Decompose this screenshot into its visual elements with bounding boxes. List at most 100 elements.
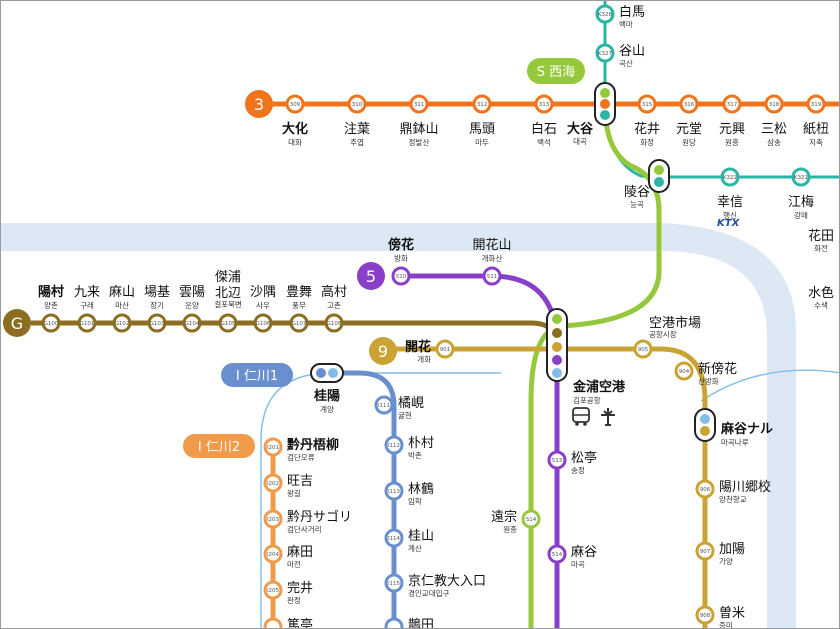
- station-marker[interactable]: [633, 339, 653, 359]
- daegok-transfer-capsule[interactable]: [594, 82, 616, 126]
- station-marker[interactable]: [384, 481, 404, 501]
- station-marker[interactable]: [764, 94, 784, 114]
- station-marker[interactable]: [695, 605, 715, 625]
- line-i2-badge[interactable]: I 仁川2: [183, 434, 255, 458]
- station-jakjeon[interactable]: 鵲田: [384, 617, 434, 629]
- station-marker[interactable]: [722, 94, 742, 114]
- station-marker[interactable]: [289, 313, 309, 333]
- station-dokjeong[interactable]: 篤亭: [263, 617, 313, 629]
- line-5-badge[interactable]: 5: [357, 262, 385, 290]
- line-9-badge[interactable]: 9: [369, 337, 397, 365]
- station-marker[interactable]: [384, 528, 404, 548]
- station-marker[interactable]: [791, 167, 811, 187]
- station-marker[interactable]: [263, 544, 283, 564]
- station-marker[interactable]: [374, 395, 394, 415]
- gimpo-airport-transfer-capsule[interactable]: [546, 308, 568, 382]
- station-marker[interactable]: [679, 94, 699, 114]
- line-3-badge[interactable]: 3: [245, 90, 273, 118]
- station-marker[interactable]: [674, 361, 694, 381]
- station-marker[interactable]: [263, 580, 283, 600]
- station-marker[interactable]: [77, 313, 97, 333]
- station-marker[interactable]: [218, 313, 238, 333]
- station-marker[interactable]: [409, 94, 429, 114]
- station-marker[interactable]: [347, 94, 367, 114]
- station-marker[interactable]: [595, 4, 615, 24]
- station-marker[interactable]: [435, 339, 455, 359]
- station-marker[interactable]: [547, 544, 567, 564]
- station-marker[interactable]: [285, 94, 305, 114]
- station-marker[interactable]: [595, 43, 615, 63]
- gyeyang-transfer-capsule[interactable]: [310, 363, 344, 383]
- station-marker[interactable]: [384, 435, 404, 455]
- station-marker[interactable]: [147, 313, 167, 333]
- station-marker[interactable]: [521, 509, 541, 529]
- station-marker[interactable]: [806, 94, 826, 114]
- station-marker[interactable]: [263, 473, 283, 493]
- station-marker[interactable]: [41, 313, 61, 333]
- station-marker[interactable]: [263, 437, 283, 457]
- station-marker[interactable]: [324, 313, 344, 333]
- station-marker[interactable]: [391, 266, 411, 286]
- line-g-badge[interactable]: G: [3, 309, 31, 337]
- station-marker[interactable]: [695, 479, 715, 499]
- line-s-badge[interactable]: S 西海: [527, 58, 585, 84]
- station-marker[interactable]: [534, 94, 554, 114]
- magoknaru-transfer-capsule[interactable]: [694, 408, 716, 442]
- station-marker[interactable]: [384, 573, 404, 593]
- station-marker[interactable]: [695, 541, 715, 561]
- station-marker[interactable]: [263, 509, 283, 529]
- station-marker[interactable]: [482, 266, 502, 286]
- station-marker[interactable]: [547, 450, 567, 470]
- station-marker[interactable]: [472, 94, 492, 114]
- station-marker[interactable]: [263, 617, 283, 629]
- neunggok-transfer-capsule[interactable]: [648, 159, 670, 193]
- station-marker[interactable]: [720, 167, 740, 187]
- line-i1-badge[interactable]: I 仁川1: [221, 363, 293, 387]
